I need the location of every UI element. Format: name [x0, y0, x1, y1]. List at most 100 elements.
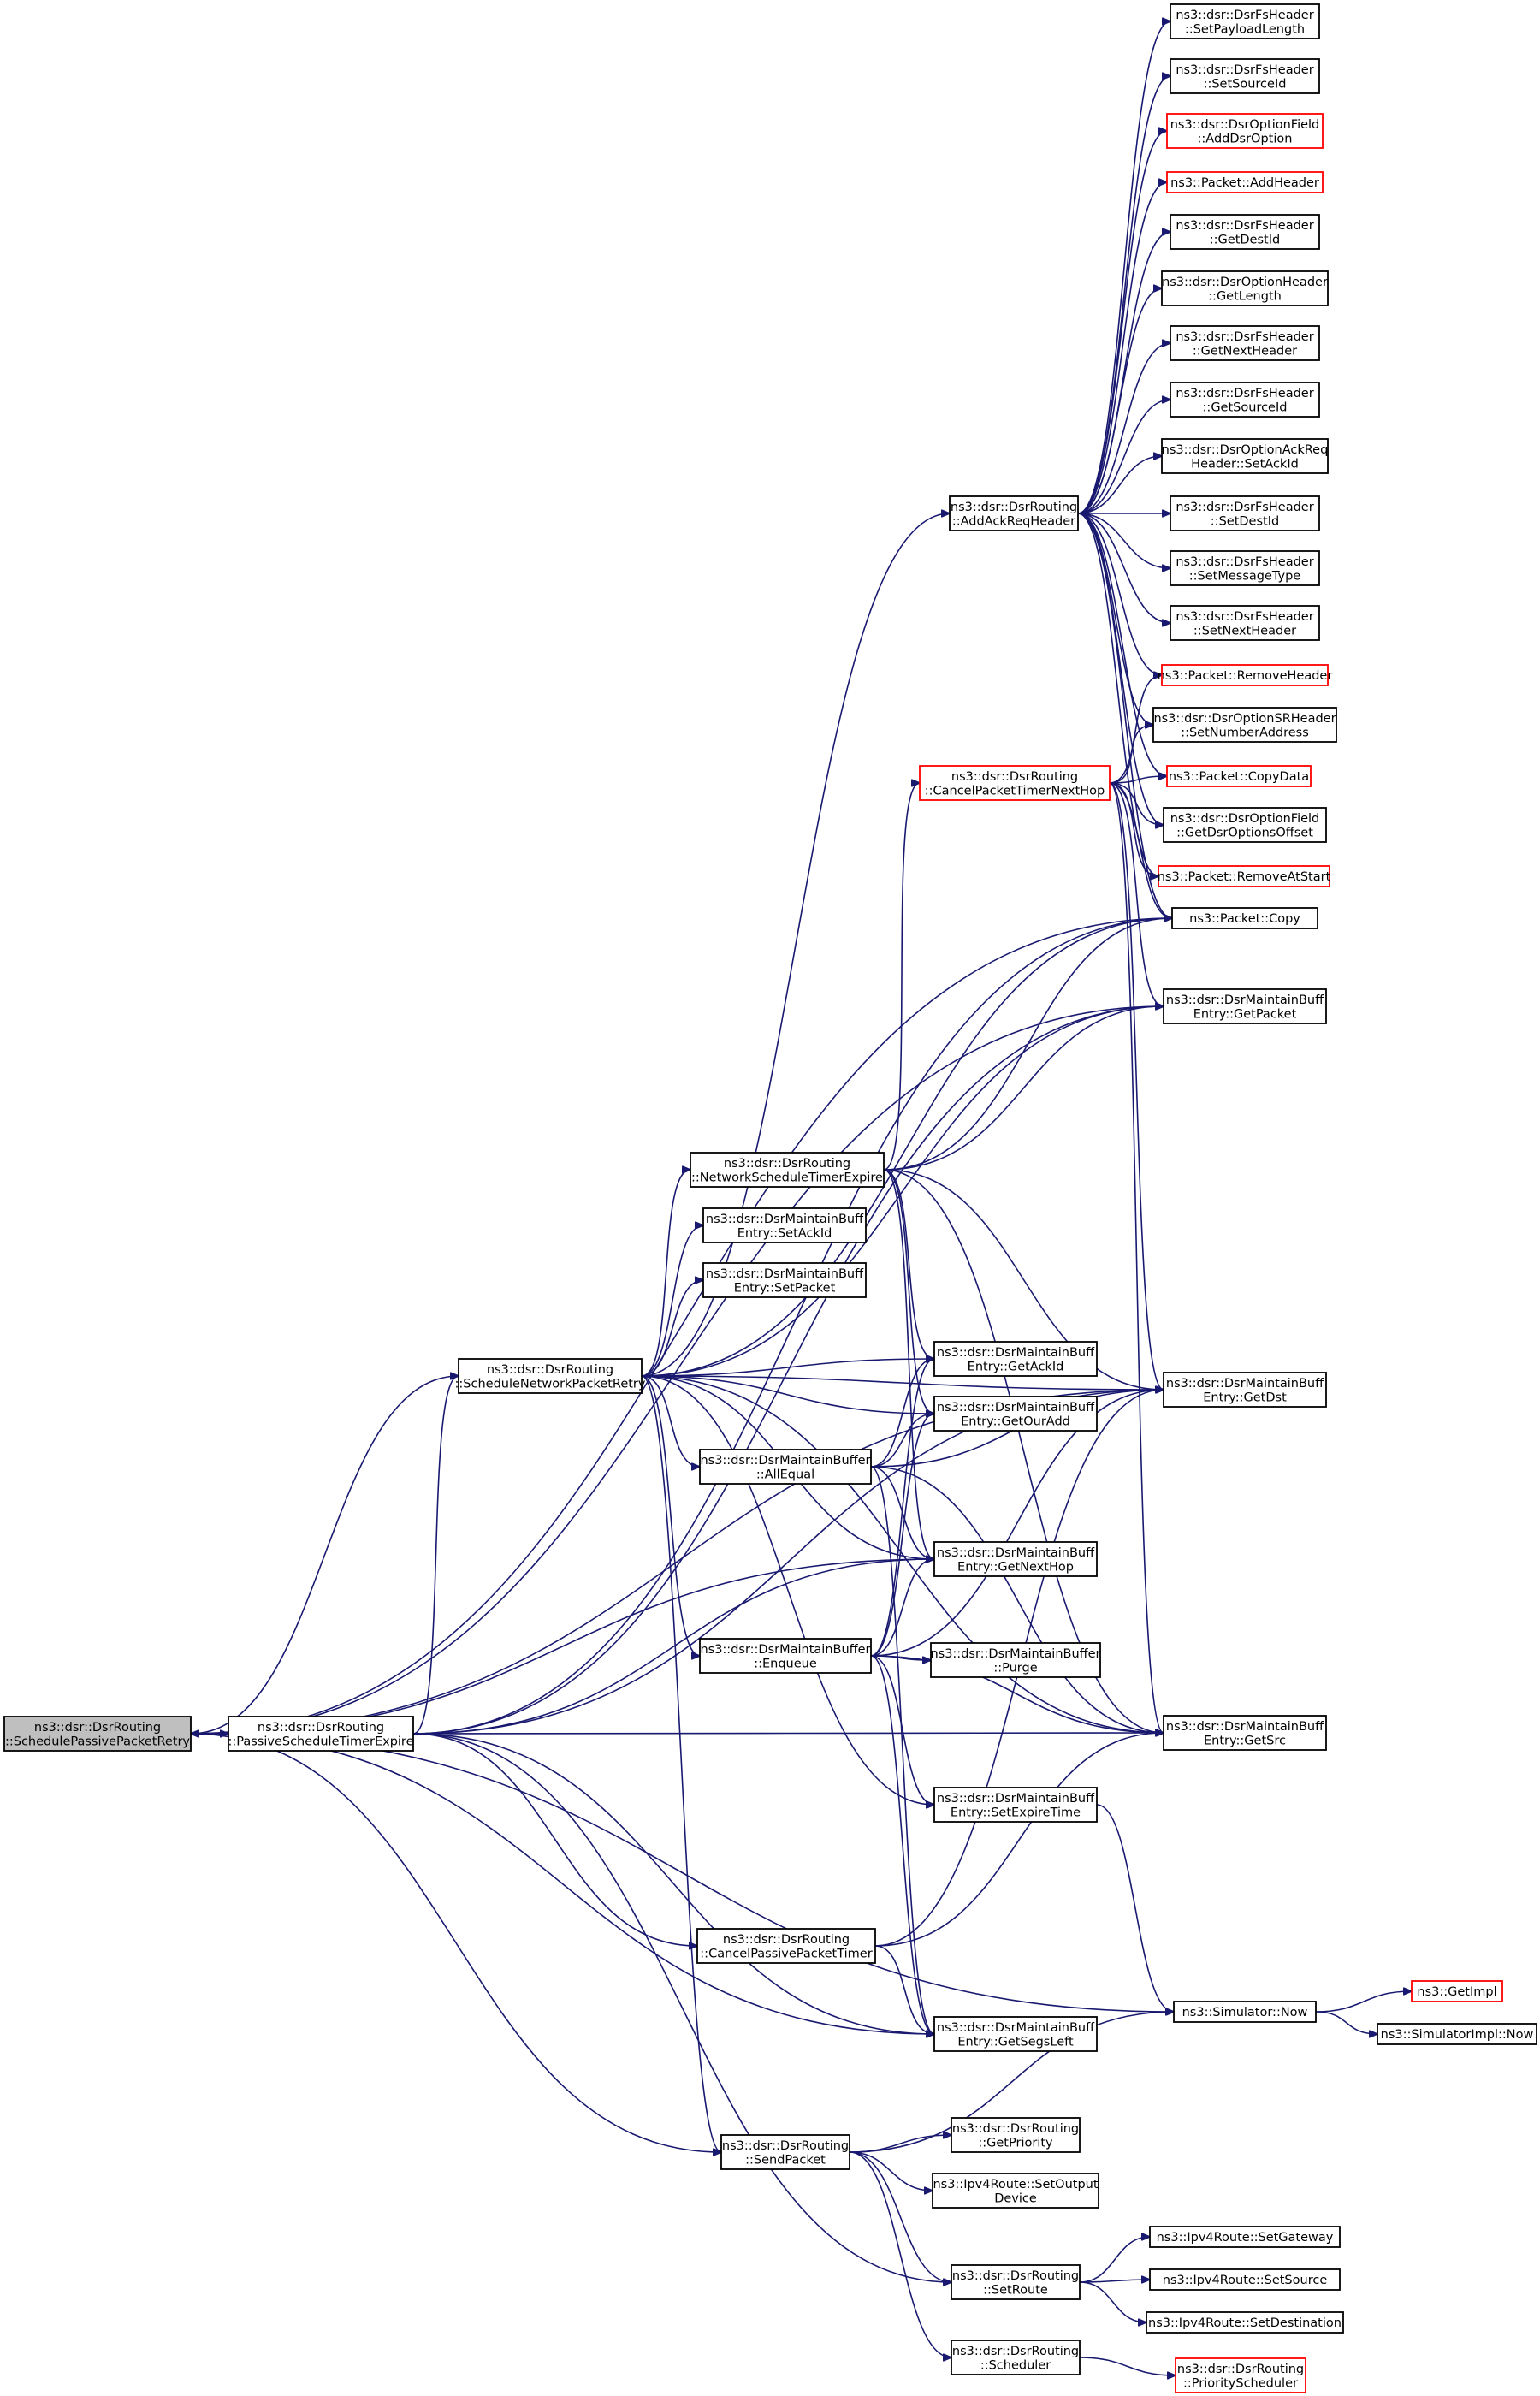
node-label: ns3::dsr::DsrMaintainBuff [706, 1213, 864, 1226]
node-label: ::SetNumberAddress [1181, 726, 1309, 739]
node-get-source-id[interactable]: ns3::dsr::DsrFsHeader::GetSourceId [1170, 382, 1320, 418]
node-label: ns3::dsr::DsrRouting [487, 1363, 613, 1377]
node-set-gateway[interactable]: ns3::Ipv4Route::SetGateway [1149, 2226, 1341, 2248]
node-label: ::AddAckReqHeader [952, 514, 1075, 528]
node-label: ns3::Ipv4Route::SetDestination [1148, 2316, 1342, 2330]
node-label: Entry::GetNextHop [957, 1560, 1074, 1574]
node-box [1161, 438, 1329, 474]
node-box [228, 1716, 414, 1752]
call-edge-add-ack-req-header-to-get-length [1077, 288, 1162, 514]
node-box [1170, 3, 1320, 39]
node-label: ns3::dsr::DsrMaintainBuff [1166, 1720, 1324, 1734]
node-ack-req-set-ack-id[interactable]: ns3::dsr::DsrOptionAckReqHeader::SetAckI… [1161, 438, 1329, 474]
call-edge-enqueue-to-get-ack-id [870, 1359, 934, 1657]
node-set-destination[interactable]: ns3::Ipv4Route::SetDestination [1146, 2311, 1344, 2334]
call-edge-passive-schedule-timer-expire-to-get-segs-left [412, 1733, 934, 2034]
node-label: ns3::dsr::DsrFsHeader [1176, 555, 1313, 569]
node-label: ns3::dsr::DsrRouting [258, 1721, 384, 1735]
call-edge-cancel-packet-timer-next-hop-to-copy-data [1109, 776, 1167, 784]
node-set-dest-id[interactable]: ns3::dsr::DsrFsHeader::SetDestId [1170, 495, 1320, 531]
node-label: ::Enqueue [754, 1657, 817, 1670]
call-edge-all-equal-to-get-ack-id [870, 1359, 934, 1468]
node-set-message-type[interactable]: ns3::dsr::DsrFsHeader::SetMessageType [1170, 550, 1320, 586]
node-copy[interactable]: ns3::Packet::Copy [1171, 907, 1318, 929]
node-network-schedule-timer-expire[interactable]: ns3::dsr::DsrRouting::NetworkScheduleTim… [690, 1152, 885, 1188]
node-set-packet[interactable]: ns3::dsr::DsrMaintainBuffEntry::SetPacke… [702, 1262, 867, 1298]
call-edge-passive-schedule-timer-expire-to-cancel-passive-packet-timer [412, 1733, 697, 1946]
node-get-segs-left[interactable]: ns3::dsr::DsrMaintainBuffEntry::GetSegsL… [933, 2016, 1098, 2052]
node-set-source-id[interactable]: ns3::dsr::DsrFsHeader::SetSourceId [1170, 58, 1320, 94]
node-scheduler[interactable]: ns3::dsr::DsrRouting::Scheduler [951, 2340, 1081, 2375]
node-schedule-network-packet-retry[interactable]: ns3::dsr::DsrRouting::ScheduleNetworkPac… [455, 1358, 646, 1394]
node-get-dest-id[interactable]: ns3::dsr::DsrFsHeader::GetDestId [1170, 214, 1320, 250]
node-add-header[interactable]: ns3::Packet::AddHeader [1166, 171, 1324, 193]
node-get-next-hop[interactable]: ns3::dsr::DsrMaintainBuffEntry::GetNextH… [933, 1541, 1098, 1577]
node-purge[interactable]: ns3::dsr::DsrMaintainBuffer::Purge [930, 1642, 1101, 1678]
node-send-packet[interactable]: ns3::dsr::DsrRouting::SendPacket [720, 2134, 850, 2170]
node-get-length[interactable]: ns3::dsr::DsrOptionHeader::GetLength [1161, 270, 1329, 306]
node-label: ns3::Ipv4Route::SetGateway [1157, 2231, 1334, 2245]
node-label: ns3::dsr::DsrMaintainBuff [937, 1401, 1095, 1414]
node-remove-header[interactable]: ns3::Packet::RemoveHeader [1158, 664, 1333, 686]
node-set-next-header[interactable]: ns3::dsr::DsrFsHeader::SetNextHeader [1170, 605, 1320, 641]
node-simulator-impl-now[interactable]: ns3::SimulatorImpl::Now [1377, 2023, 1537, 2045]
node-simulator-now[interactable]: ns3::Simulator::Now [1173, 2001, 1317, 2023]
node-all-equal[interactable]: ns3::dsr::DsrMaintainBuffer::AllEqual [699, 1449, 872, 1485]
node-box [1152, 707, 1337, 743]
node-label: ns3::dsr::DsrRouting [952, 2122, 1079, 2136]
node-label: ns3::Packet::CopyData [1169, 770, 1309, 784]
node-set-expire-time[interactable]: ns3::dsr::DsrMaintainBuffEntry::SetExpir… [933, 1787, 1098, 1823]
node-box [1161, 270, 1329, 306]
node-label: ns3::dsr::DsrFsHeader [1176, 610, 1313, 624]
node-box [1149, 2226, 1341, 2248]
call-edge-passive-schedule-timer-expire-to-get-packet [412, 1006, 1164, 1735]
node-label: Entry::GetAckId [968, 1360, 1064, 1373]
node-add-ack-req-header[interactable]: ns3::dsr::DsrRouting::AddAckReqHeader [949, 495, 1079, 531]
node-set-route[interactable]: ns3::dsr::DsrRouting::SetRoute [951, 2264, 1081, 2300]
node-label: ::AllEqual [756, 1468, 814, 1481]
node-cancel-passive-packet-timer[interactable]: ns3::dsr::DsrRouting::CancelPassivePacke… [696, 1928, 876, 1964]
call-edge-passive-schedule-timer-expire-to-get-src [412, 1733, 1164, 1734]
node-copy-data[interactable]: ns3::Packet::CopyData [1166, 765, 1312, 787]
node-set-number-address[interactable]: ns3::dsr::DsrOptionSRHeader::SetNumberAd… [1152, 707, 1337, 743]
node-passive-schedule-timer-expire[interactable]: ns3::dsr::DsrRouting::PassiveScheduleTim… [228, 1716, 414, 1752]
node-box [1163, 1715, 1327, 1751]
node-box [702, 1207, 867, 1243]
call-edge-enqueue-to-get-our-add [870, 1414, 934, 1657]
node-remove-at-start[interactable]: ns3::Packet::RemoveAtStart [1158, 865, 1331, 887]
node-label: Device [994, 2191, 1037, 2205]
node-get-impl[interactable]: ns3::GetImpl [1411, 1980, 1503, 2002]
node-enqueue[interactable]: ns3::dsr::DsrMaintainBuffer::Enqueue [699, 1638, 872, 1674]
node-priority-scheduler[interactable]: ns3::dsr::DsrRouting::PriorityScheduler [1175, 2357, 1306, 2393]
node-get-our-add[interactable]: ns3::dsr::DsrMaintainBuffEntry::GetOurAd… [933, 1396, 1098, 1432]
call-edge-network-schedule-timer-expire-to-get-src [883, 1169, 1164, 1733]
node-get-priority[interactable]: ns3::dsr::DsrRouting::GetPriority [951, 2117, 1081, 2153]
call-edge-schedule-network-packet-retry-to-schedule-passive-packet-retry [191, 1375, 459, 1734]
node-add-dsr-option[interactable]: ns3::dsr::DsrOptionField::AddDsrOption [1166, 113, 1324, 149]
node-set-source[interactable]: ns3::Ipv4Route::SetSource [1149, 2268, 1341, 2291]
node-label: ::GetDsrOptionsOffset [1176, 826, 1313, 839]
node-box [720, 2134, 850, 2170]
node-box [1170, 550, 1320, 586]
node-get-packet[interactable]: ns3::dsr::DsrMaintainBuffEntry::GetPacke… [1163, 988, 1327, 1024]
node-set-payload-length[interactable]: ns3::dsr::DsrFsHeader::SetPayloadLength [1170, 3, 1320, 39]
node-label: ::SetRoute [983, 2283, 1048, 2297]
node-get-dsr-options-offset[interactable]: ns3::dsr::DsrOptionField::GetDsrOptionsO… [1163, 807, 1327, 843]
node-get-next-header[interactable]: ns3::dsr::DsrFsHeader::GetNextHeader [1170, 325, 1320, 361]
call-edge-enqueue-to-get-segs-left [870, 1655, 934, 2034]
node-label: ::Purge [993, 1661, 1037, 1675]
node-box [951, 2117, 1081, 2153]
node-layer: ns3::dsr::DsrRouting::SchedulePassivePac… [3, 3, 1537, 2393]
node-cancel-packet-timer-next-hop[interactable]: ns3::dsr::DsrRouting::CancelPacketTimerN… [919, 765, 1111, 801]
call-edge-network-schedule-timer-expire-to-get-dst [883, 1169, 1164, 1390]
node-box [1163, 807, 1327, 843]
node-label: ::GetDestId [1210, 233, 1280, 246]
call-edge-schedule-network-packet-retry-to-set-packet [641, 1280, 703, 1377]
node-label: ::PassiveScheduleTimerExpire [228, 1735, 413, 1748]
call-edge-set-route-to-set-gateway [1079, 2237, 1150, 2283]
